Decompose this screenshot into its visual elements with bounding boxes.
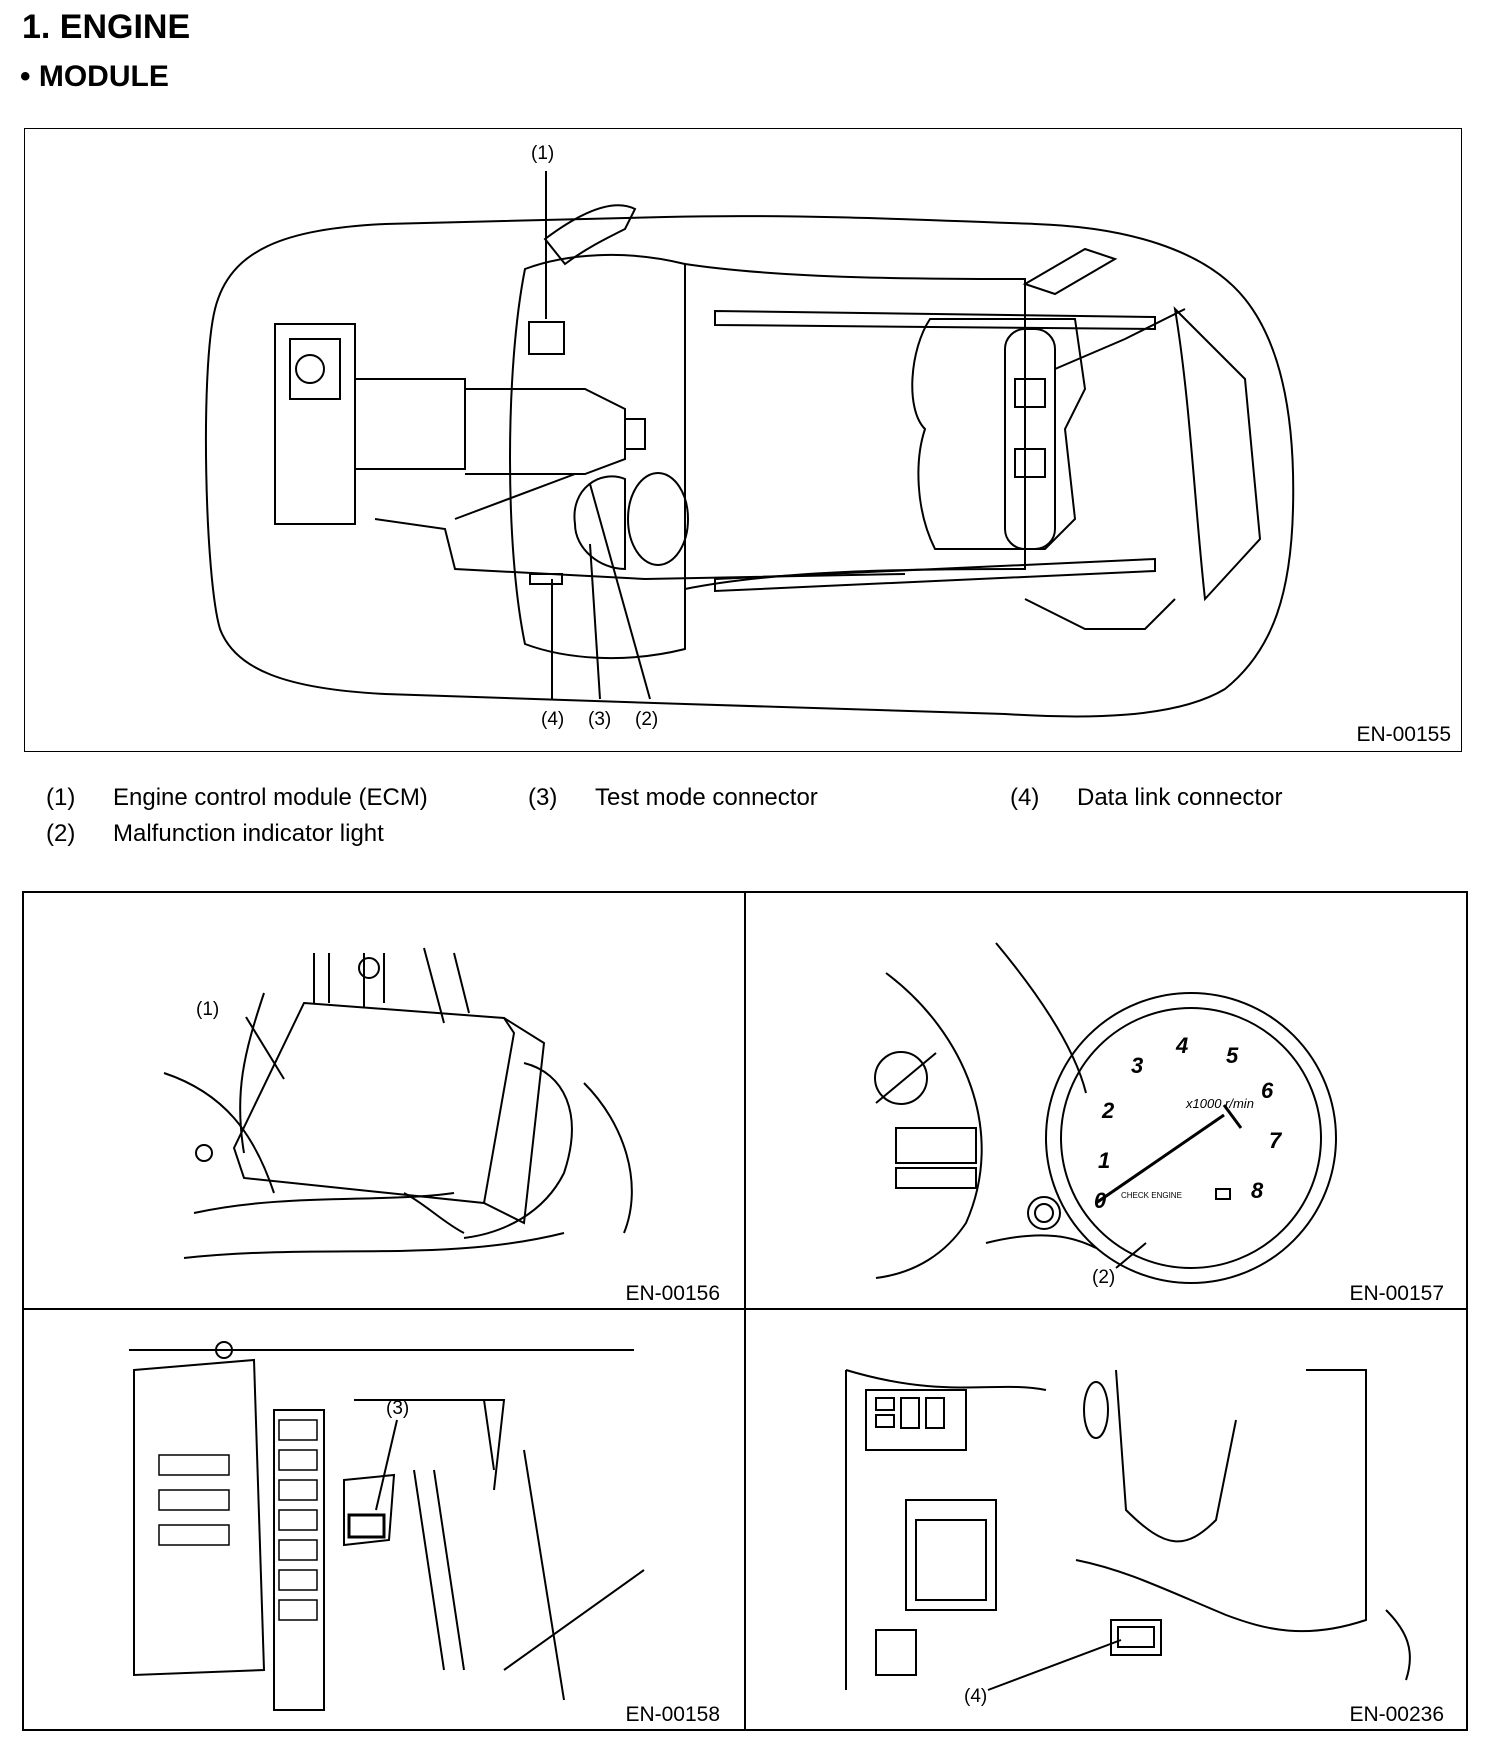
legend-num-3: (3)	[528, 784, 558, 811]
main-callout-2: (2)	[635, 709, 658, 730]
legend-text-3: Test mode connector	[595, 784, 818, 811]
main-callout-4: (4)	[541, 709, 564, 730]
ecm-drawing: (1)	[163, 947, 633, 1259]
mil-figure: 0 1 2 3 4 5 6 7 8 x1000 r/min CHECK ENGI…	[746, 893, 1466, 1308]
legend: (1) Engine control module (ECM) (2) Malf…	[0, 784, 1504, 864]
vehicle-layout-drawing: (1) (2) (3) (4)	[204, 143, 1295, 730]
legend-text-2: Malfunction indicator light	[113, 820, 384, 847]
mil-figure-code: EN-00157	[1349, 1282, 1444, 1305]
legend-text-4: Data link connector	[1077, 784, 1283, 811]
section-heading: 1. ENGINE	[22, 8, 191, 46]
gauge-tick-3: 3	[1131, 1053, 1143, 1078]
gauge-tick-8: 8	[1251, 1178, 1264, 1203]
test-connector-drawing: (3)	[129, 1341, 645, 1711]
check-engine-lamp: CHECK ENGINE	[1121, 1191, 1182, 1200]
main-callout-3: (3)	[588, 709, 611, 730]
main-figure-panel: (1) (2) (3) (4) EN-00155	[24, 128, 1462, 752]
legend-num-4: (4)	[1010, 784, 1040, 811]
mil-callout: (2)	[1092, 1267, 1115, 1288]
subsection-heading: • MODULE	[20, 60, 169, 93]
test-connector-figure: (3) EN-00158	[24, 1310, 744, 1729]
gauge-tick-5: 5	[1226, 1043, 1239, 1068]
test-connector-callout: (3)	[386, 1398, 409, 1419]
data-link-callout: (4)	[964, 1686, 987, 1707]
ecm-figure: (1) EN-00156	[24, 893, 744, 1308]
main-figure-code: EN-00155	[1356, 723, 1451, 746]
data-link-connector-drawing: (4)	[845, 1369, 1411, 1707]
data-link-connector-figure: (4) EN-00236	[746, 1310, 1466, 1729]
gauge-tick-1: 1	[1098, 1148, 1110, 1173]
ecm-callout: (1)	[196, 999, 219, 1020]
gauge-tick-4: 4	[1175, 1033, 1188, 1058]
legend-text-1: Engine control module (ECM)	[113, 784, 428, 811]
figure-grid: (1) EN-00156 0 1 2 3 4 5 6 7	[22, 891, 1468, 1731]
main-callout-1: (1)	[531, 143, 554, 164]
test-connector-figure-code: EN-00158	[625, 1703, 720, 1726]
gauge-tick-7: 7	[1269, 1128, 1283, 1153]
gauge-unit: x1000 r/min	[1185, 1096, 1254, 1111]
gauge-tick-2: 2	[1101, 1098, 1115, 1123]
ecm-figure-code: EN-00156	[625, 1282, 720, 1305]
tachometer-drawing: 0 1 2 3 4 5 6 7 8 x1000 r/min CHECK ENGI…	[874, 942, 1337, 1288]
data-link-figure-code: EN-00236	[1349, 1703, 1444, 1726]
gauge-tick-6: 6	[1261, 1078, 1274, 1103]
legend-num-1: (1)	[46, 784, 76, 811]
gauge-tick-0: 0	[1094, 1188, 1107, 1213]
legend-num-2: (2)	[46, 820, 76, 847]
